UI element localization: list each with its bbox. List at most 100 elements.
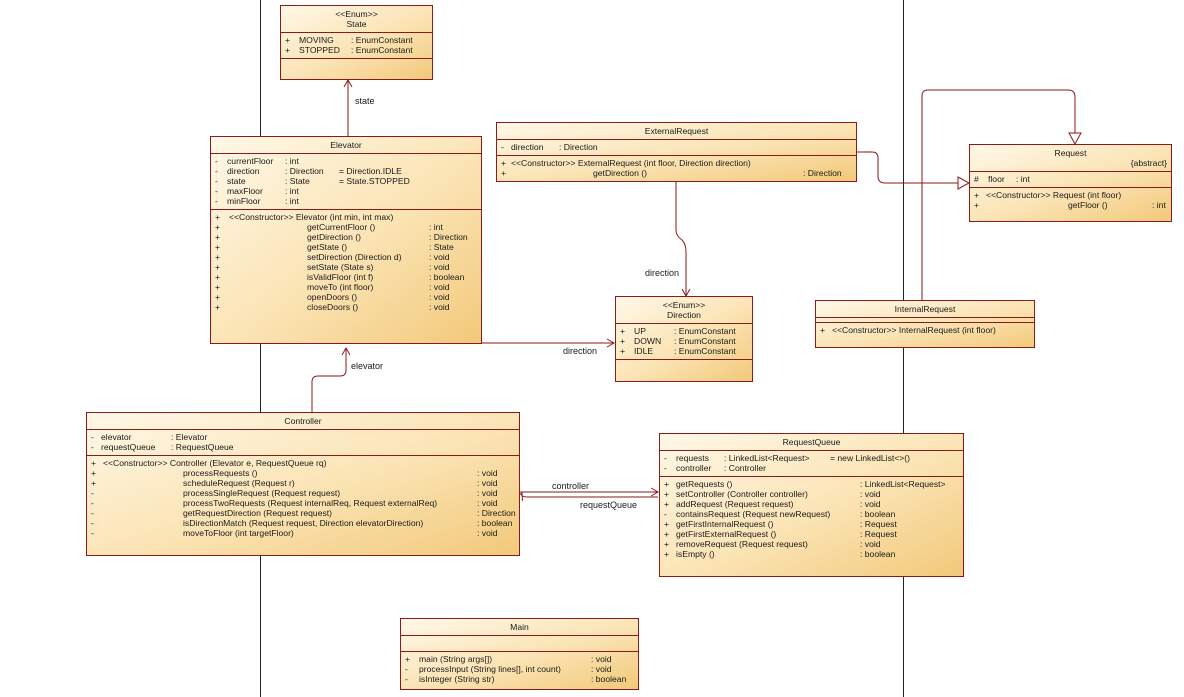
member-text: : boolean [477,518,513,528]
assoc-controller-elevator [311,346,351,412]
member-text: - [664,509,667,519]
method-row: -containsRequest (Request newRequest): b… [664,509,959,519]
member-text: direction [511,142,544,152]
member-text: setController (Controller controller) [676,489,808,499]
member-text: : RequestQueue [171,442,234,452]
attribute-section: -requests: LinkedList<Request>= new Link… [660,451,963,477]
member-text: + [215,222,221,232]
member-text: : void [591,664,612,674]
stereotype-label: <<Enum>> [662,300,706,310]
divider-line-right [903,0,904,697]
member-text: + [91,458,97,468]
member-text: : void [860,489,881,499]
method-row: -processTwoRequests (Request internalReq… [91,498,515,508]
class-main[interactable]: Main +main (String args[]): void -proces… [400,618,639,690]
member-text: - [91,528,94,538]
member-text: getDirection () [593,168,647,178]
member-text: + [820,325,826,335]
constructor-row: +<<Constructor>> Request (int floor) [974,190,1167,200]
method-row: +getRequests (): LinkedList<Request> [664,479,959,489]
constructor-row: +<<Constructor>> Controller (Elevator e,… [91,458,515,468]
label-assoc-controller: controller [552,481,590,491]
member-text: + [620,346,626,356]
class-header: Elevator [211,137,481,154]
member-text: : int [285,186,299,196]
member-text: getFirstExternalRequest () [676,529,777,539]
method-section [616,360,752,375]
member-text: minFloor [227,196,261,206]
abstract-modifier: {abstract} [1130,158,1167,168]
class-direction[interactable]: <<Enum>> Direction +UP: EnumConstant +DO… [615,296,753,382]
class-request[interactable]: Request {abstract} #floor: int +<<Constr… [969,144,1172,222]
method-row: -moveToFloor (int targetFloor): void [91,528,515,538]
member-text: : void [429,282,450,292]
method-row: -processInput (String lines[], int count… [405,664,634,674]
class-controller[interactable]: Controller -elevator: Elevator -requestQ… [86,412,520,556]
member-text: : Direction [285,166,324,176]
member-text: : void [477,478,498,488]
method-section: +<<Constructor>> InternalRequest (int fl… [816,323,1034,338]
member-text: : void [477,488,498,498]
member-text: : void [429,292,450,302]
member-text: : int [1016,174,1030,184]
member-text: direction [227,166,260,176]
constructor-row: +<<Constructor>> Elevator (int min, int … [215,212,477,222]
member-text: : void [860,539,881,549]
class-header: <<Enum>> State [281,6,432,33]
label-assoc-requestqueue: requestQueue [580,500,638,510]
member-text: getCurrentFloor () [307,222,376,232]
member-text: + [974,190,980,200]
method-row: +setDirection (Direction d): void [215,252,477,262]
method-row: +addRequest (Request request): void [664,499,959,509]
member-text: : EnumConstant [674,336,736,346]
class-internal-request[interactable]: InternalRequest +<<Constructor>> Interna… [815,300,1035,348]
member-text: processTwoRequests (Request internalReq,… [183,498,438,508]
method-row: +closeDoors (): void [215,302,477,312]
member-text: + [664,489,670,499]
member-text: + [285,45,291,55]
class-name: RequestQueue [782,437,841,447]
member-text: : boolean [429,272,465,282]
member-text: # [974,174,979,184]
method-section: +<<Constructor>> ExternalRequest (int fl… [497,156,856,181]
attribute-row: -direction: Direction= Direction.IDLE [215,166,477,176]
method-row: + getFirstInternalRequest () : Request [664,519,959,529]
member-text: + [91,478,97,488]
member-text: + [664,539,670,549]
method-row: -isInteger (String str): boolean [405,674,634,684]
constructor-row: +<<Constructor>> InternalRequest (int fl… [820,325,1030,335]
member-text: isDirectionMatch (Request request, Direc… [183,518,424,528]
member-text: - [664,463,667,473]
member-text: + [664,519,670,529]
member-text: : EnumConstant [351,35,413,45]
method-row: +getFloor (): int [974,200,1167,210]
member-text: + [91,468,97,478]
attribute-row: +IDLE: EnumConstant [620,346,748,356]
member-text: : Direction [429,232,468,242]
member-text: state [227,176,246,186]
class-header: RequestQueue [660,434,963,451]
member-text: - [91,432,94,442]
method-row: +isEmpty (): boolean [664,549,959,559]
method-row: +main (String args[]): void [405,654,634,664]
member-text: getFirstInternalRequest () [676,519,774,529]
member-text: setState (State s) [307,262,374,272]
class-elevator[interactable]: Elevator -currentFloor: int -direction: … [210,136,482,344]
class-name: Request [1054,148,1087,158]
member-text: : Request [860,519,897,529]
member-text: : EnumConstant [351,45,413,55]
class-name: Controller [284,416,322,426]
member-text: + [664,549,670,559]
class-external-request[interactable]: ExternalRequest -direction: Direction +<… [496,122,857,182]
member-text: : void [591,654,612,664]
member-text: + [620,326,626,336]
member-text: elevator [101,432,132,442]
class-name: Direction [667,310,701,320]
class-request-queue[interactable]: RequestQueue -requests: LinkedList<Reque… [659,433,964,577]
member-text: + [215,252,221,262]
member-text: - [215,176,218,186]
class-name: Elevator [330,140,362,150]
class-state[interactable]: <<Enum>> State +MOVING: EnumConstant +ST… [280,5,433,80]
attribute-section: +MOVING: EnumConstant +STOPPED: EnumCons… [281,33,432,59]
